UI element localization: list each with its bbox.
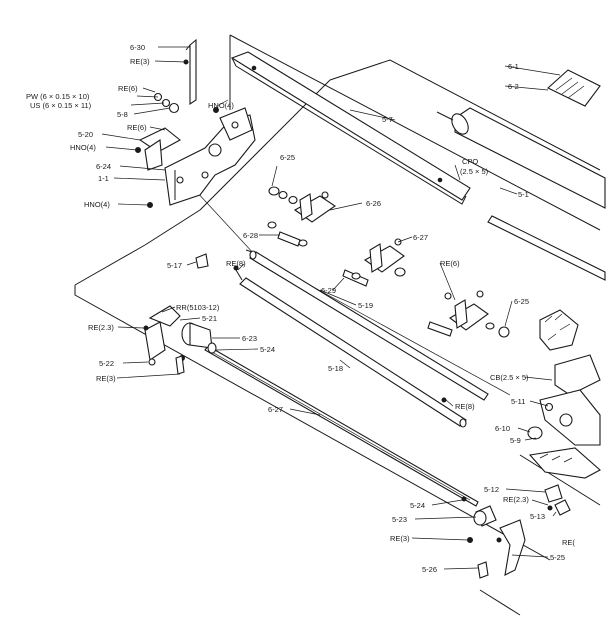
shaft-5-18: [195, 253, 467, 428]
label-5-17: 5-17: [167, 261, 182, 270]
label-re6-b: RE(6): [127, 123, 147, 132]
label-6-23: 6-23: [242, 334, 257, 343]
label-6-29: 6-29: [321, 286, 336, 295]
assembly-6-27: [342, 238, 452, 300]
label-5-20: 5-20: [78, 130, 93, 139]
label-5-7: 5-7: [382, 115, 393, 124]
label-re6-a: RE(6): [118, 84, 138, 93]
label-5-9: 5-9: [510, 436, 521, 445]
label-5-13: 5-13: [530, 512, 545, 521]
label-1-1: 1-1: [98, 174, 109, 183]
label-6-27-a: 6-27: [413, 233, 428, 242]
label-5-21: 5-21: [202, 314, 217, 323]
label-6-10: 6-10: [495, 424, 510, 433]
label-us: US (6 × 0.15 × 11): [30, 101, 92, 110]
roller-5-1: [436, 107, 606, 209]
label-6-30: 6-30: [130, 43, 145, 52]
label-5-24-b: 5-24: [410, 501, 425, 510]
label-6-24: 6-24: [96, 162, 111, 171]
label-cb: CB(2.5 × 5): [490, 373, 529, 382]
label-6-25-b: 6-25: [514, 297, 529, 306]
label-6-25-a: 6-25: [280, 153, 295, 162]
label-re3-a: RE(3): [130, 57, 150, 66]
side-frame-1-1: [135, 92, 256, 208]
label-re8-a: RE(8): [226, 259, 246, 268]
rail-5-7: [230, 51, 471, 205]
label-5-23: 5-23: [392, 515, 407, 524]
label-hno4-a: HNO(4): [208, 101, 234, 110]
label-5-26: 5-26: [422, 565, 437, 574]
label-5-8: 5-8: [117, 110, 128, 119]
label-5-1: 5-1: [518, 190, 529, 199]
shaft-upper-right: [487, 215, 606, 281]
label-6-2: 6-2: [508, 82, 519, 91]
leader-lines: [101, 46, 561, 570]
assembly-6-25-lower: [427, 290, 510, 338]
label-5-22: 5-22: [99, 359, 114, 368]
label-5-12: 5-12: [484, 485, 499, 494]
shaft-5-19: [245, 249, 489, 401]
label-6-1: 6-1: [508, 62, 519, 71]
part-labels: 6-30 RE(3) RE(6) PW (6 × 0.15 × 10) US (…: [26, 43, 575, 574]
label-hno4-c: HNO(4): [84, 200, 110, 209]
label-cpo: CPO: [462, 157, 478, 166]
bracket-6-30: [183, 38, 197, 106]
label-hno4-b: HNO(4): [70, 143, 96, 152]
label-rr: RR(5103-12): [176, 303, 220, 312]
label-5-11: 5-11: [511, 397, 525, 406]
label-5-18: 5-18: [328, 364, 343, 373]
label-pw: PW (6 × 0.15 × 10): [26, 92, 90, 101]
label-5-24-a: 5-24: [260, 345, 275, 354]
label-6-26: 6-26: [366, 199, 381, 208]
gear-assembly-right: [527, 309, 601, 516]
label-cpo-dim: (2.5 × 5): [460, 167, 489, 176]
label-re3-c: RE(3): [390, 534, 410, 543]
label-re6-c: RE(6): [440, 259, 460, 268]
part-6-2: [547, 69, 601, 107]
label-re-c: RE(: [562, 538, 575, 547]
label-5-19: 5-19: [358, 301, 373, 310]
label-re8-b: RE(8): [455, 402, 475, 411]
label-5-25: 5-25: [550, 553, 565, 562]
assembly-5-23: [461, 496, 526, 579]
label-6-27-b: 6-27: [268, 405, 283, 414]
label-re23-a: RE(2.3): [88, 323, 114, 332]
label-6-28: 6-28: [243, 231, 258, 240]
assembly-6-26: [267, 186, 336, 247]
label-re23-b: RE(2.3): [503, 495, 529, 504]
label-re3-b: RE(3): [96, 374, 116, 383]
assembly-5-21: [143, 305, 217, 375]
